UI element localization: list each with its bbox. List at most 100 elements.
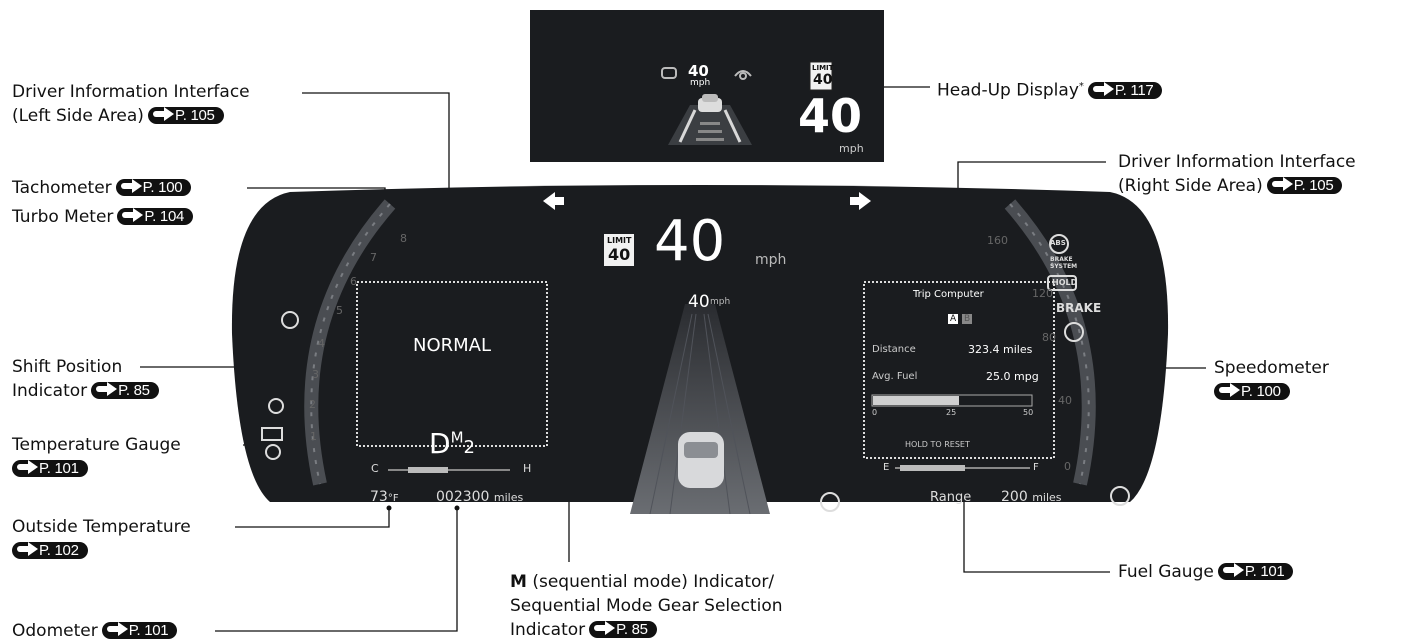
callout-dii-right: Driver Information Interface (Right Side… [1118,152,1356,196]
gear-letter: D [429,427,451,460]
tach-tick: 4 [318,337,325,350]
arrow-right-icon [1092,81,1115,96]
tach-tick: 8 [400,232,407,245]
arrow-right-icon [122,208,144,222]
drive-mode: NORMAL [413,335,492,356]
page-ref-button[interactable]: P. 102 [12,542,88,559]
trip-a: A [948,314,959,324]
avg-fuel-number: 25.0 [986,370,1011,383]
gear-indicator: DM2 [429,427,475,460]
tach-tick: 5 [336,304,343,317]
distance-number: 323.4 [968,343,1000,356]
outside-temp: 73°F [370,489,399,505]
callout-temperature-gauge: Temperature Gauge P. 101 [12,435,181,477]
page-ref-button[interactable]: P. 117 [1087,81,1163,99]
odometer-value: 002300 [436,489,490,505]
page-ref-button[interactable]: P. 105 [1266,177,1343,194]
trip-scale-50: 50 [1023,408,1034,417]
callout-dii-left: Driver Information Interface (Left Side … [12,80,250,128]
cluster-speed: 40 [654,209,726,274]
hud-limit-label: LIMIT [812,64,834,72]
callout-m-indicator: M (sequential mode) Indicator/ Sequentia… [510,572,783,640]
callout-speedometer: Speedometer P. 100 [1214,358,1329,400]
tach-tick: 1 [310,430,317,443]
arrow-right-icon [17,542,39,556]
range-number: 200 [1001,489,1028,505]
page-ref-button[interactable]: P. 101 [101,622,178,639]
avg-fuel-unit: mpg [1014,370,1039,383]
distance-label: Distance [872,344,916,355]
abs-text: ABS [1050,239,1066,247]
cluster-limit-label: LIMIT [607,236,632,245]
hud-speed: 40 [798,89,863,143]
arrow-right-icon [1271,177,1294,191]
brake-text: BRAKE [1056,301,1102,315]
callout-dii-left-line2: (Left Side Area) [12,106,144,126]
cluster-acc-speed: 40 [688,292,710,312]
distance-unit: miles [1003,343,1033,356]
range-label: Range [930,490,972,505]
cluster-limit-value: 40 [608,245,631,264]
range-value: 200 miles [1001,489,1062,505]
callout-hud: Head-Up Display*P. 117 [937,75,1163,103]
page-ref-button[interactable]: P. 104 [117,208,194,225]
tach-tick: 2 [309,398,316,411]
arrow-right-icon [17,460,39,474]
gear-number: 2 [463,437,475,458]
range-unit: miles [1032,491,1062,504]
distance-value: 323.4 miles [968,343,1032,356]
hud-speed-unit: mph [839,142,864,155]
odometer-unit: miles [493,491,524,504]
arrow-right-icon [106,622,129,636]
hud-limit-value: 40 [813,72,833,88]
arrow-right-icon [594,621,616,635]
avg-fuel-label: Avg. Fuel [872,371,918,382]
page-ref-button[interactable]: P. 101 [1217,563,1294,580]
page-ref-button[interactable]: P. 100 [115,179,192,196]
arrow-right-icon [152,107,175,121]
arrow-right-icon [120,179,143,193]
speedo-tick: 0 [1064,460,1071,473]
callout-m-bold: M [510,572,527,592]
callout-outside-temperature: Outside Temperature P. 102 [12,517,191,559]
arrow-right-icon [1222,563,1245,577]
trip-scale-0: 0 [872,408,878,417]
fuel-e: E [883,462,890,473]
hold-to-reset: HOLD TO RESET [905,440,970,449]
avg-fuel-value: 25.0 mpg [986,370,1039,383]
speedo-tick: 40 [1058,394,1072,407]
brake-system-text: BRAKE SYSTEM [1050,256,1078,270]
callout-dii-left-line1: Driver Information Interface [12,82,250,102]
page-ref-button[interactable]: P. 85 [91,382,159,399]
gear-mode: M [450,428,464,447]
odometer: 002300 miles [436,489,523,505]
temp-c: C [371,462,379,475]
temp-h: H [523,462,532,475]
page-ref-button[interactable]: P. 105 [147,107,224,124]
hold-text: HOLD [1052,278,1078,287]
tach-tick: 6 [350,275,357,288]
cluster-acc-unit: mph [710,297,731,307]
hud-acc-unit: mph [690,78,711,88]
trip-b: B [962,314,973,324]
page-ref-button[interactable]: P. 100 [1214,383,1290,400]
trip-scale-25: 25 [946,408,957,417]
instrument-cluster: LIMIT 40 40 mph 40 mph NORMAL DM2 C H 73… [230,184,1170,514]
speedo-tick: 80 [1042,331,1056,344]
page-ref-button[interactable]: P. 85 [589,621,657,638]
speedo-tick: 120 [1032,287,1053,300]
outside-temp-unit: °F [387,493,399,504]
hud-acc-speed: 40 [688,62,709,80]
speedo-tick: 160 [987,234,1008,247]
cluster-speed-unit: mph [755,252,787,268]
trip-title: Trip Computer [913,289,984,300]
arrow-right-icon [96,382,118,396]
arrow-right-icon [1219,383,1241,397]
page-ref-button[interactable]: P. 101 [12,460,88,477]
head-up-display-image: 40 mph LIMIT 40 40 mph [530,10,884,162]
